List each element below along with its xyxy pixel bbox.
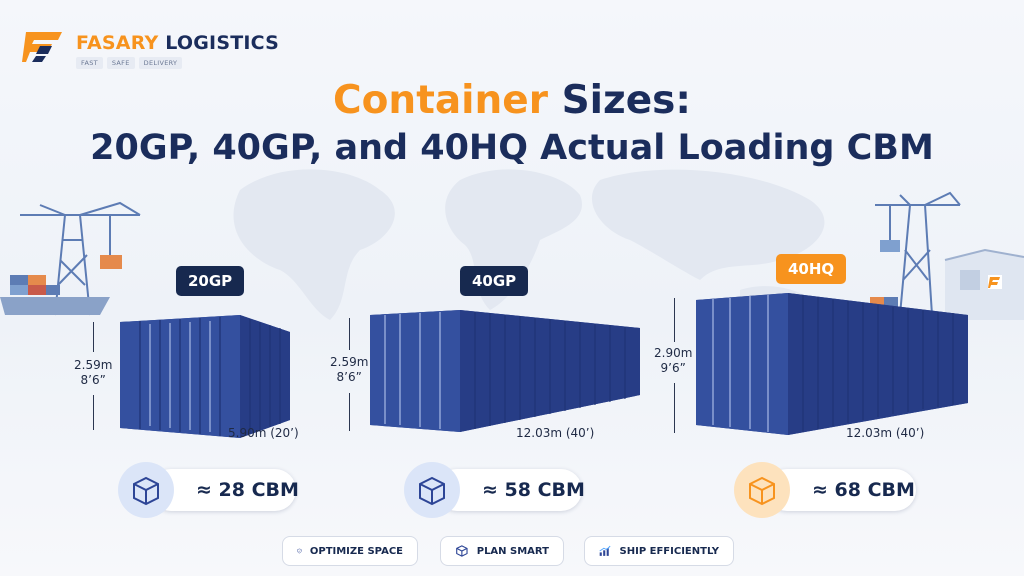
brand-name-part2: LOGISTICS bbox=[165, 32, 280, 54]
length-40gp: 12.03m (40’) bbox=[516, 426, 595, 440]
height-40gp-ft: 8’6” bbox=[336, 370, 362, 384]
title-highlight: Container bbox=[333, 78, 548, 123]
height-40gp-m: 2.59m bbox=[330, 355, 369, 369]
brand-logo-icon bbox=[22, 32, 62, 62]
length-40hq: 12.03m (40’) bbox=[846, 426, 925, 440]
box-icon-40gp bbox=[404, 462, 460, 518]
height-20gp: 2.59m 8’6” bbox=[74, 358, 112, 388]
port-warehouse-right-illustration bbox=[870, 191, 1024, 320]
height-40hq-m: 2.90m bbox=[654, 346, 693, 360]
container-label-40gp: 40GP bbox=[460, 266, 529, 296]
cbm-value-20gp: ≈ 28 CBM bbox=[196, 479, 299, 501]
height-line-20gp-top bbox=[93, 322, 94, 352]
cbm-pill-40gp bbox=[436, 469, 582, 511]
optimize-space-button[interactable]: OPTIMIZE SPACE bbox=[282, 536, 418, 566]
height-20gp-m: 2.59m bbox=[74, 358, 113, 372]
length-20gp: 5.90m (20’) bbox=[228, 426, 299, 440]
ship-efficiently-button[interactable]: SHIP EFFICIENTLY bbox=[584, 536, 734, 566]
page-title-line2: 20GP, 40GP, and 40HQ Actual Loading CBM bbox=[90, 128, 934, 168]
cube-icon bbox=[456, 545, 468, 557]
height-line-40gp-bottom bbox=[349, 393, 350, 431]
shield-check-icon bbox=[297, 548, 302, 554]
height-line-20gp-bottom bbox=[93, 395, 94, 430]
container-label-20gp: 20GP bbox=[176, 266, 245, 296]
tag-fast: FAST bbox=[76, 57, 103, 69]
height-40gp: 2.59m 8’6” bbox=[330, 355, 368, 385]
page-title-line1: Container Sizes: bbox=[0, 78, 1024, 123]
height-line-40hq-bottom bbox=[674, 383, 675, 433]
container-40gp-illustration bbox=[370, 310, 640, 432]
height-40hq-ft: 9’6” bbox=[660, 361, 686, 375]
height-line-40hq-top bbox=[674, 298, 675, 342]
cbm-pill-20gp bbox=[150, 469, 296, 511]
container-20gp-illustration bbox=[120, 315, 290, 438]
title-rest: Sizes: bbox=[561, 78, 691, 123]
box-icon-20gp bbox=[118, 462, 174, 518]
cbm-value-40gp: ≈ 58 CBM bbox=[482, 479, 585, 501]
height-line-40gp-top bbox=[349, 318, 350, 350]
bar-chart-icon bbox=[599, 545, 611, 556]
cbm-value-40hq: ≈ 68 CBM bbox=[812, 479, 915, 501]
cbm-pill-40hq bbox=[766, 469, 916, 511]
tag-safe: SAFE bbox=[106, 57, 135, 69]
brand-name: FASARY LOGISTICS bbox=[76, 32, 279, 54]
ship-efficiently-label: SHIP EFFICIENTLY bbox=[619, 545, 719, 557]
container-40hq-illustration bbox=[696, 293, 968, 435]
plan-smart-button[interactable]: PLAN SMART bbox=[440, 536, 564, 566]
container-label-40hq: 40HQ bbox=[776, 254, 847, 284]
plan-smart-label: PLAN SMART bbox=[476, 545, 549, 557]
brand-tagline: FAST SAFE DELIVERY bbox=[76, 57, 183, 69]
brand-name-part1: FASARY bbox=[76, 32, 159, 54]
height-20gp-ft: 8’6” bbox=[80, 373, 106, 387]
height-40hq: 2.90m 9’6” bbox=[654, 346, 692, 376]
box-icon-40hq bbox=[734, 462, 790, 518]
tag-delivery: DELIVERY bbox=[138, 57, 183, 69]
optimize-space-label: OPTIMIZE SPACE bbox=[309, 545, 403, 557]
port-crane-left-illustration bbox=[0, 201, 141, 316]
